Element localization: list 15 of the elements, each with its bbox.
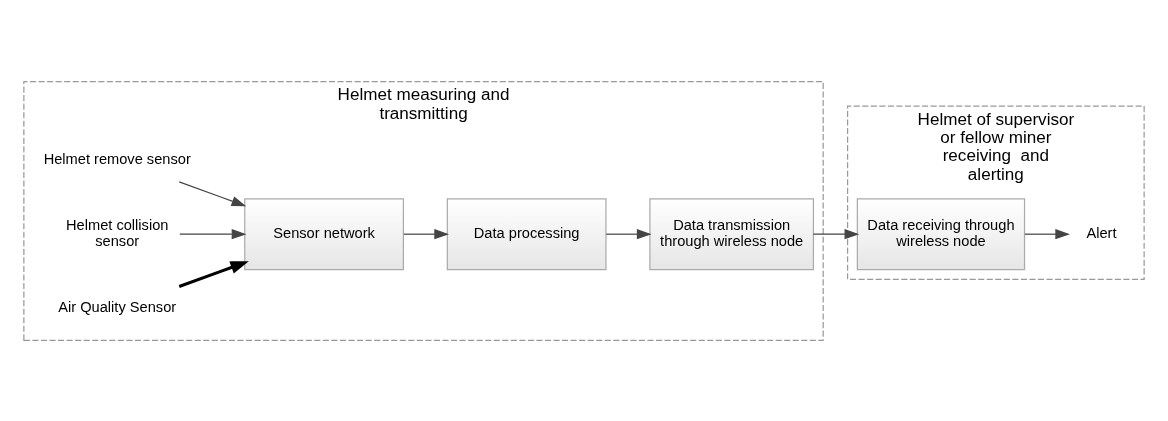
node-box: Data receiving through wireless node bbox=[856, 197, 1026, 270]
arrow bbox=[403, 228, 449, 239]
arrow bbox=[605, 228, 652, 239]
arrow bbox=[812, 228, 860, 239]
arrow bbox=[179, 228, 247, 239]
node-text: Alert bbox=[1086, 224, 1117, 241]
node-box: Data processing bbox=[446, 197, 607, 270]
node-box: Data transmission through wireless node bbox=[649, 197, 815, 270]
arrow bbox=[178, 180, 247, 206]
node-text: Helmet remove sensor bbox=[43, 150, 191, 167]
node-text: Air Quality Sensor bbox=[58, 298, 177, 315]
arrow bbox=[1024, 228, 1070, 239]
arrow bbox=[178, 260, 249, 288]
node-text: Helmet collision sensor bbox=[66, 216, 169, 249]
node-box: Sensor network bbox=[244, 197, 404, 270]
